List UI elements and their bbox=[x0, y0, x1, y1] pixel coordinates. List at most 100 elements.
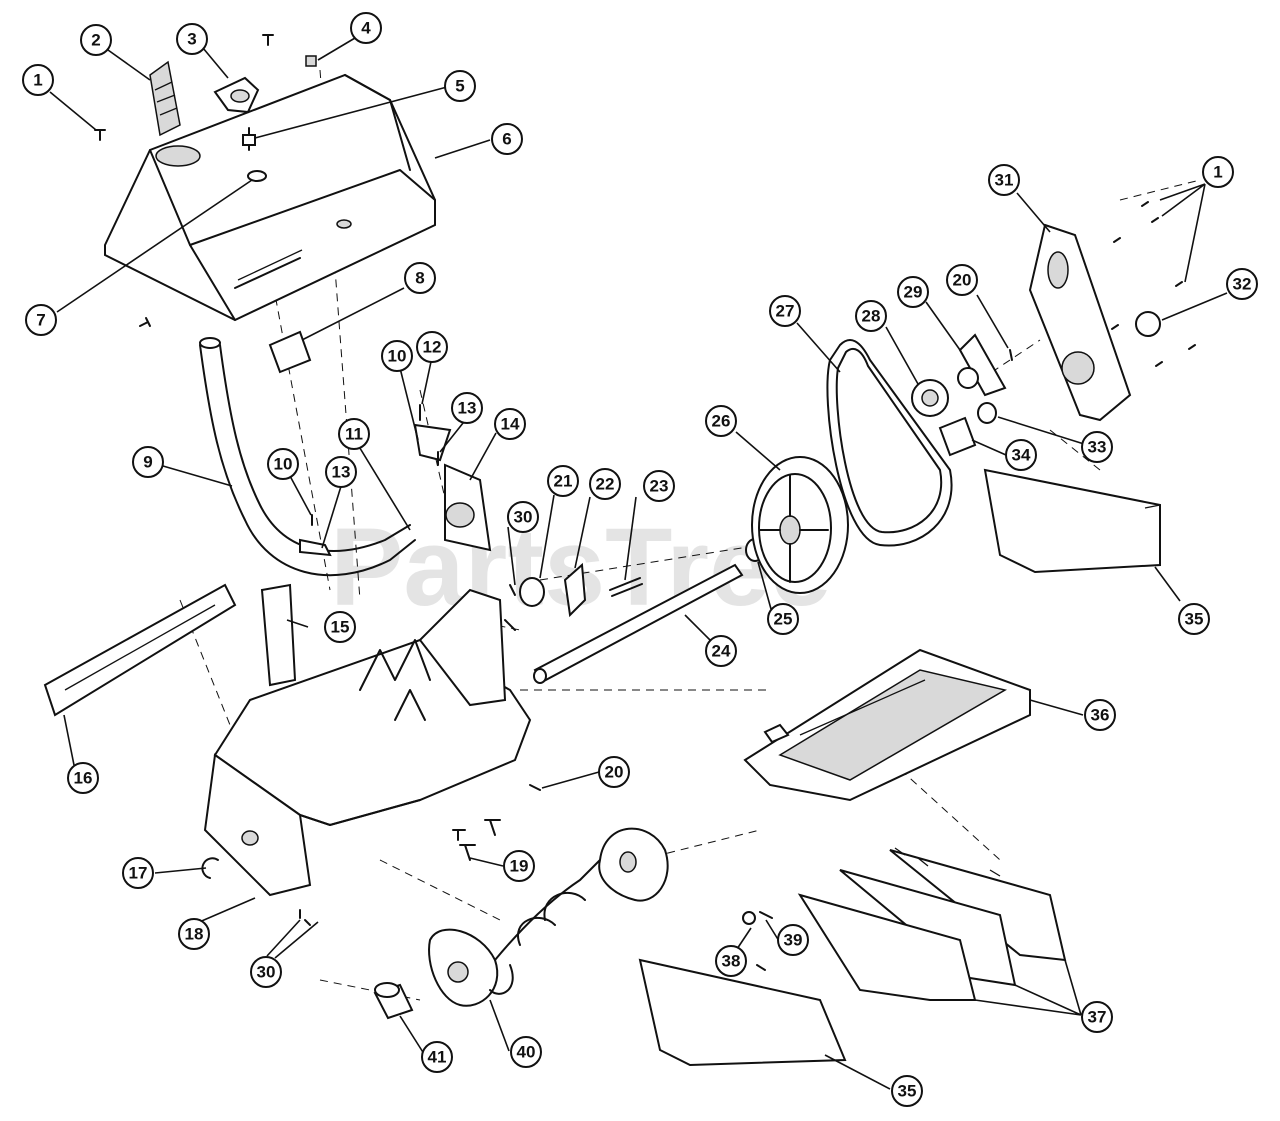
callout-label: 7 bbox=[36, 311, 45, 330]
callout-12[interactable]: 12 bbox=[416, 331, 448, 363]
callout-label: 17 bbox=[129, 864, 148, 883]
callout-label: 6 bbox=[502, 130, 511, 149]
callout-3[interactable]: 3 bbox=[176, 23, 208, 55]
callout-27[interactable]: 27 bbox=[769, 295, 801, 327]
callout-21[interactable]: 21 bbox=[547, 465, 579, 497]
callout-30a[interactable]: 30 bbox=[507, 501, 539, 533]
gear-pawl-spring bbox=[519, 562, 643, 618]
callout-20a[interactable]: 20 bbox=[598, 756, 630, 788]
callout-13b[interactable]: 13 bbox=[451, 392, 483, 424]
upper-bracket-assembly bbox=[299, 404, 492, 557]
callout-22[interactable]: 22 bbox=[589, 468, 621, 500]
callout-25[interactable]: 25 bbox=[767, 603, 799, 635]
callout-7[interactable]: 7 bbox=[25, 304, 57, 336]
side-plate bbox=[1028, 223, 1132, 422]
callout-6[interactable]: 6 bbox=[491, 123, 523, 155]
callout-36[interactable]: 36 bbox=[1084, 699, 1116, 731]
callout-10b[interactable]: 10 bbox=[381, 340, 413, 372]
callout-11[interactable]: 11 bbox=[338, 418, 370, 450]
callout-label: 34 bbox=[1012, 446, 1031, 465]
callout-19[interactable]: 19 bbox=[503, 850, 535, 882]
lower-blade-cover bbox=[638, 958, 847, 1067]
callout-label: 30 bbox=[514, 508, 533, 527]
callout-label: 20 bbox=[605, 763, 624, 782]
callout-39[interactable]: 39 bbox=[777, 924, 809, 956]
callout-32[interactable]: 32 bbox=[1226, 268, 1258, 300]
callout-13a[interactable]: 13 bbox=[325, 456, 357, 488]
callout-label: 38 bbox=[722, 952, 741, 971]
callout-label: 35 bbox=[1185, 610, 1204, 629]
callout-41[interactable]: 41 bbox=[421, 1041, 453, 1073]
callout-label: 32 bbox=[1233, 275, 1252, 294]
callout-37[interactable]: 37 bbox=[1081, 1001, 1113, 1033]
callout-14[interactable]: 14 bbox=[494, 408, 526, 440]
callout-29[interactable]: 29 bbox=[897, 276, 929, 308]
callout-label: 25 bbox=[774, 610, 793, 629]
callout-18[interactable]: 18 bbox=[178, 918, 210, 950]
callout-30b[interactable]: 30 bbox=[250, 956, 282, 988]
callout-label: 39 bbox=[784, 931, 803, 950]
callout-label: 21 bbox=[554, 472, 573, 491]
callout-10a[interactable]: 10 bbox=[267, 448, 299, 480]
callout-16[interactable]: 16 bbox=[67, 762, 99, 794]
callout-1b[interactable]: 1 bbox=[1202, 156, 1234, 188]
callout-31[interactable]: 31 bbox=[988, 164, 1020, 196]
callout-label: 12 bbox=[423, 338, 442, 357]
callout-label: 37 bbox=[1088, 1008, 1107, 1027]
drive-belt bbox=[826, 339, 953, 547]
callout-label: 13 bbox=[332, 463, 351, 482]
callout-label: 1 bbox=[1213, 163, 1222, 182]
small-bracket bbox=[268, 330, 312, 374]
callout-label: 10 bbox=[274, 455, 293, 474]
callout-1a[interactable]: 1 bbox=[22, 64, 54, 96]
callout-label: 31 bbox=[995, 171, 1014, 190]
callout-34[interactable]: 34 bbox=[1005, 439, 1037, 471]
callout-9[interactable]: 9 bbox=[132, 446, 164, 478]
callout-label: 8 bbox=[415, 269, 424, 288]
callout-33[interactable]: 33 bbox=[1081, 431, 1113, 463]
callout-8[interactable]: 8 bbox=[404, 262, 436, 294]
blade-hardware bbox=[742, 911, 773, 971]
chute-sleeve bbox=[149, 60, 181, 137]
callout-40[interactable]: 40 bbox=[510, 1036, 542, 1068]
handle-tube bbox=[199, 337, 416, 577]
leader-lines bbox=[49, 37, 1228, 1090]
callout-label: 13 bbox=[458, 399, 477, 418]
callout-label: 23 bbox=[650, 477, 669, 496]
callout-5[interactable]: 5 bbox=[444, 70, 476, 102]
callout-label: 29 bbox=[904, 283, 923, 302]
callout-23[interactable]: 23 bbox=[643, 470, 675, 502]
adjust-knob bbox=[213, 76, 260, 114]
drive-shaft bbox=[533, 563, 744, 684]
callout-35b[interactable]: 35 bbox=[891, 1075, 923, 1107]
auger-bushing bbox=[373, 982, 414, 1020]
callout-label: 40 bbox=[517, 1043, 536, 1062]
callout-label: 26 bbox=[712, 412, 731, 431]
retaining-ring bbox=[201, 857, 219, 879]
callout-15[interactable]: 15 bbox=[324, 611, 356, 643]
callout-26[interactable]: 26 bbox=[705, 405, 737, 437]
callout-4[interactable]: 4 bbox=[350, 12, 382, 44]
callout-24[interactable]: 24 bbox=[705, 635, 737, 667]
frame-hardware bbox=[299, 584, 541, 926]
callout-label: 11 bbox=[345, 425, 363, 444]
callout-label: 36 bbox=[1091, 706, 1110, 725]
callout-2[interactable]: 2 bbox=[80, 24, 112, 56]
callout-label: 4 bbox=[361, 19, 371, 38]
callout-17[interactable]: 17 bbox=[122, 857, 154, 889]
callout-label: 20 bbox=[953, 271, 972, 290]
auger bbox=[428, 827, 669, 1007]
callout-label: 30 bbox=[257, 963, 276, 982]
callout-label: 19 bbox=[510, 857, 529, 876]
callout-label: 5 bbox=[455, 77, 464, 96]
drive-pulley bbox=[751, 456, 849, 594]
callout-28[interactable]: 28 bbox=[855, 300, 887, 332]
callout-label: 27 bbox=[776, 302, 795, 321]
bearing-assembly bbox=[911, 333, 1013, 457]
callout-35a[interactable]: 35 bbox=[1178, 603, 1210, 635]
callout-20b[interactable]: 20 bbox=[946, 264, 978, 296]
callout-38[interactable]: 38 bbox=[715, 945, 747, 977]
lower-bracket bbox=[260, 583, 297, 687]
callout-label: 24 bbox=[712, 642, 731, 661]
